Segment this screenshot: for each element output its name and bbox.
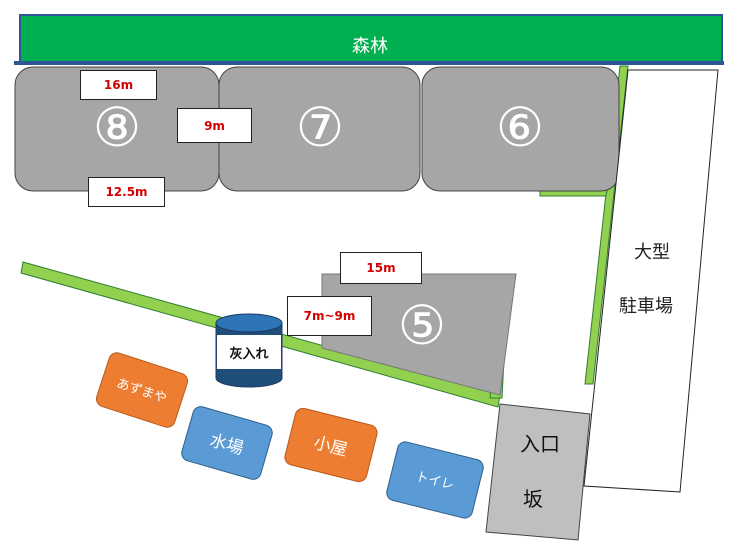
site-8-number: ⑧ — [93, 96, 141, 159]
dim-site5-side: 7m~9m — [287, 296, 372, 336]
dim-between-8-7: 9m — [177, 108, 252, 143]
entrance-slope — [485, 403, 591, 541]
site-7-number: ⑦ — [296, 96, 344, 159]
site-6-number: ⑥ — [496, 96, 544, 159]
parking-label-line1: 大型 — [634, 242, 670, 263]
site-5-number: ⑤ — [398, 294, 446, 357]
parking-lot — [583, 69, 719, 493]
dim-site8-top: 16m — [80, 70, 157, 100]
facility-water: 水場 — [181, 406, 273, 480]
ash-bin-label: 灰入れ — [229, 346, 268, 362]
parking-label-line2: 駐車場 — [619, 296, 673, 317]
forest-label: 森林 — [352, 36, 388, 57]
facility-gazebo: あずまや — [95, 352, 189, 428]
facility-hut: 小屋 — [284, 407, 378, 483]
dim-site8-bottom: 12.5m — [88, 177, 165, 207]
entrance-label-line2: 坂 — [523, 487, 543, 511]
facility-toilet: トイレ — [386, 441, 484, 519]
entrance-label-line1: 入口 — [520, 432, 560, 456]
ash-bin: 灰入れ — [215, 313, 283, 388]
dim-site5-top: 15m — [340, 252, 422, 284]
site-6-area — [421, 66, 620, 192]
forest-band — [19, 14, 723, 63]
